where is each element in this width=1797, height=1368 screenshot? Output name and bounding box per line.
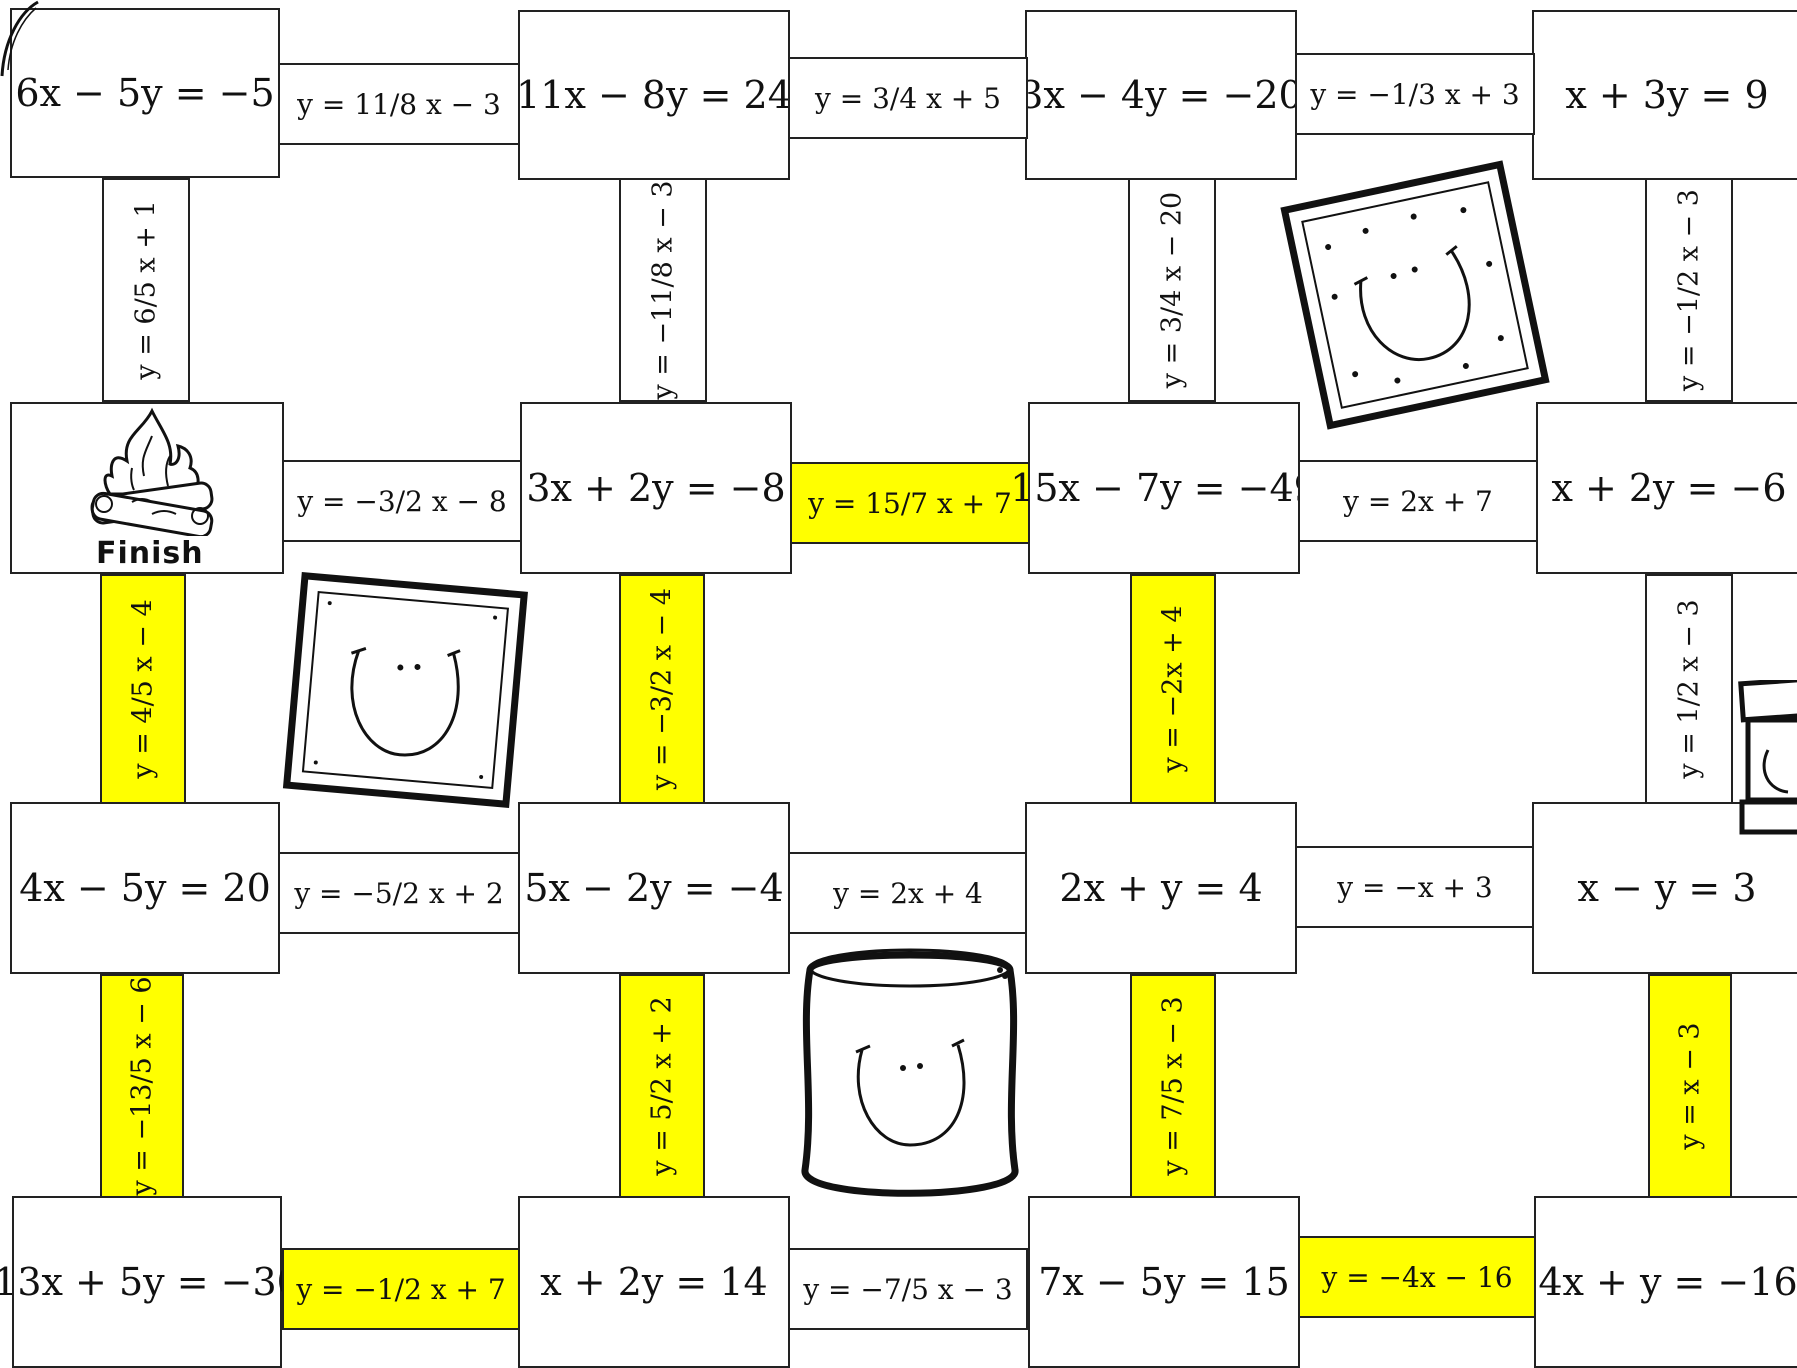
connector-text: y = 7/5 x − 3 [1158,996,1189,1175]
connector-text: y = 3/4 x + 5 [815,82,1001,115]
equation-text: 4x − 5y = 20 [19,866,271,910]
connector-v2c: y = −2x + 4 [1130,574,1216,804]
connector-v3c: y = 7/5 x − 3 [1130,974,1216,1198]
equation-text: 3x − 4y = −20 [1019,73,1302,117]
equation-text: 3x + 2y = −8 [526,466,785,510]
connector-text: y = 1/2 x − 3 [1674,599,1705,778]
equation-box-r4c4: 4x + y = −16 [1534,1196,1797,1368]
equation-text: x + 2y = −6 [1551,466,1786,510]
equation-box-r4c2: x + 2y = 14 [518,1196,790,1368]
connector-text: y = −7/5 x − 3 [803,1273,1012,1306]
connector-v2d: y = 1/2 x − 3 [1645,574,1733,804]
connector-r3c: y = −x + 3 [1295,846,1535,928]
connector-text: y = −4x − 16 [1321,1261,1512,1294]
equation-text: 4x + y = −16 [1538,1260,1797,1304]
connector-v3b: y = 5/2 x + 2 [619,974,705,1198]
connector-r1b: y = 3/4 x + 5 [788,57,1028,139]
equation-box-r3c2: 5x − 2y = −4 [518,802,790,974]
connector-text: y = −1/3 x + 3 [1310,78,1519,111]
equation-text: x − y = 3 [1577,866,1756,910]
connector-text: y = −13/5 x − 6 [127,976,158,1195]
connector-text: y = 2x + 4 [833,877,983,910]
marshmallow-icon [780,940,1040,1205]
equation-box-r1c2: 11x − 8y = 24 [518,10,790,180]
connector-text: y = 3/4 x − 20 [1157,192,1188,388]
connector-text: y = −3/2 x − 4 [647,588,678,790]
connector-text: y = x − 3 [1675,1022,1706,1149]
graham-cracker-icon [270,570,540,820]
connector-v3a: y = −13/5 x − 6 [100,974,184,1198]
equation-box-r3c1: 4x − 5y = 20 [10,802,280,974]
connector-r1c: y = −1/3 x + 3 [1295,53,1535,135]
equation-box-r2c2: 3x + 2y = −8 [520,402,792,574]
connector-v1a: y = 6/5 x + 1 [102,178,190,402]
connector-text: y = 6/5 x + 1 [131,200,162,379]
equation-text: 5x − 2y = −4 [524,866,783,910]
connector-v1b: y = −11/8 x − 3 [619,178,707,402]
corner-decoration-icon [0,0,40,80]
equation-text: x + 2y = 14 [540,1260,767,1304]
connector-r1a: y = 11/8 x − 3 [278,63,520,145]
connector-r2a: y = −3/2 x − 8 [282,460,522,542]
connector-r4a: y = −1/2 x + 7 [282,1248,520,1330]
campfire-icon [82,406,222,536]
equation-text: 15x − 7y = −49 [1010,466,1318,510]
connector-text: y = −1/2 x − 3 [1674,189,1705,391]
connector-r4b: y = −7/5 x − 3 [788,1248,1028,1330]
connector-r3a: y = −5/2 x + 2 [278,852,520,934]
equation-box-r1c1: 6x − 5y = −5 [10,8,280,178]
connector-text: y = −5/2 x + 2 [294,877,503,910]
equation-text: 13x + 5y = −30 [0,1260,301,1304]
connector-v2b: y = −3/2 x − 4 [619,574,705,804]
equation-text: x + 3y = 9 [1565,73,1768,117]
connector-text: y = 4/5 x − 4 [128,599,159,778]
equation-box-r3c3: 2x + y = 4 [1025,802,1297,974]
equation-box-r4c1: 13x + 5y = −30 [12,1196,282,1368]
connector-text: y = −x + 3 [1337,871,1492,904]
equation-box-r2c3: 15x − 7y = −49 [1028,402,1300,574]
equation-box-r1c4: x + 3y = 9 [1532,10,1797,180]
connector-r4c: y = −4x − 16 [1298,1236,1536,1318]
connector-v2a: y = 4/5 x − 4 [100,574,186,804]
connector-v3d: y = x − 3 [1648,974,1732,1198]
equation-text: 6x − 5y = −5 [15,71,274,115]
finish-label: Finish [96,536,204,571]
connector-text: y = −11/8 x − 3 [648,180,679,399]
connector-text: y = −3/2 x − 8 [297,485,506,518]
connector-v1c: y = 3/4 x − 20 [1128,178,1216,402]
equation-text: 11x − 8y = 24 [516,73,792,117]
connector-v1d: y = −1/2 x − 3 [1645,178,1733,402]
equation-box-r2c4: x + 2y = −6 [1536,402,1797,574]
connector-r2c: y = 2x + 7 [1298,460,1538,542]
connector-r2b: y = 15/7 x + 7 [790,462,1030,544]
connector-text: y = −2x + 4 [1158,605,1189,772]
equation-text: 2x + y = 4 [1059,866,1262,910]
connector-r3b: y = 2x + 4 [788,852,1028,934]
graham-cracker-icon [1270,160,1560,430]
connector-text: y = 5/2 x + 2 [647,996,678,1175]
connector-text: y = −1/2 x + 7 [296,1273,505,1306]
finish-box: Finish [10,402,284,574]
connector-text: y = 15/7 x + 7 [808,487,1012,520]
equation-box-r4c3: 7x − 5y = 15 [1028,1196,1300,1368]
chocolate-bar-icon [1738,680,1797,840]
equation-box-r1c3: 3x − 4y = −20 [1025,10,1297,180]
connector-text: y = 2x + 7 [1343,485,1493,518]
equation-text: 7x − 5y = 15 [1038,1260,1290,1304]
connector-text: y = 11/8 x − 3 [297,88,501,121]
